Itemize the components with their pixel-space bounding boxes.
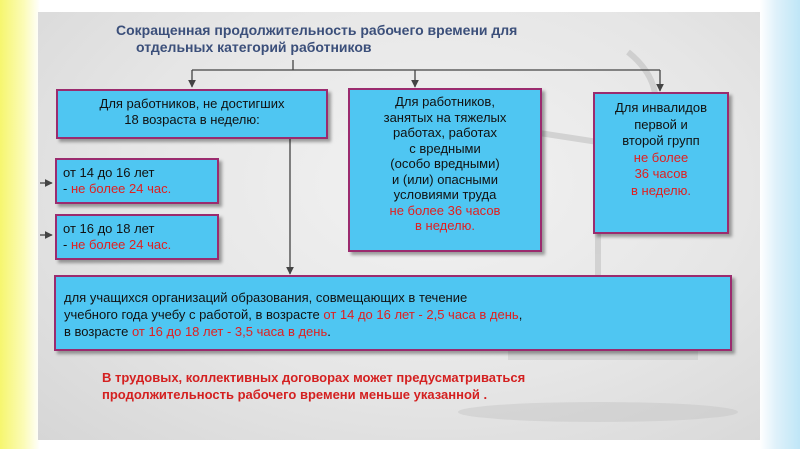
box-age-16-18-line-1: от 16 до 18 лет: [63, 221, 155, 236]
title-line-2: отдельных категорий работников: [136, 39, 372, 55]
hazard-line: занятых на тяжелых: [383, 109, 507, 125]
disabled-limit-line: не более: [633, 149, 689, 165]
bottom-note: В трудовых, коллективных договорах может…: [102, 369, 702, 403]
disabled-line: первой и: [634, 116, 688, 132]
hazard-line: и (или) опасными: [392, 171, 498, 187]
disabled-limit-line: 36 часов: [634, 166, 688, 181]
box-age-16-18-line-2: - не более 24 час.: [63, 237, 211, 253]
students-line-3-end: .: [327, 324, 331, 339]
students-line-1: для учащихся организаций образования, со…: [64, 290, 468, 305]
students-limit-14-16: от 14 до 16 лет - 2,5 часа в день: [323, 307, 519, 322]
students-line-2-end: ,: [518, 307, 523, 322]
box-age-14-16-limit: не более 24 час.: [70, 181, 172, 196]
note-line-1: В трудовых, коллективных договорах может…: [102, 370, 526, 385]
students-line-3: в возрасте от 16 до 18 лет - 3,5 часа в …: [64, 323, 722, 340]
students-line-2: учебного года учебу с работой, в возраст…: [64, 306, 722, 323]
hazard-line: Для работников,: [395, 94, 495, 109]
title-line-1: Сокращенная продолжительность рабочего в…: [116, 22, 518, 38]
box-age-14-16-line-1: от 14 до 16 лет: [63, 165, 155, 180]
connector-lines: [40, 60, 664, 275]
hazard-limit-line: в неделю.: [415, 218, 475, 233]
note-line-2: продолжительность рабочего времени меньш…: [102, 387, 488, 402]
hazard-limit-line: не более 36 часов: [389, 202, 501, 218]
hazard-line: условиями труда: [393, 187, 497, 202]
box-students: для учащихся организаций образования, со…: [54, 275, 732, 351]
box-disabled-workers: Для инвалидов первой и второй групп не б…: [593, 92, 729, 234]
box-age-16-18-limit: не более 24 час.: [70, 237, 172, 252]
disabled-line: второй групп: [622, 133, 700, 148]
box-age-14-16-line-2: - не более 24 час.: [63, 181, 211, 197]
box-age-16-18: от 16 до 18 лет - не более 24 час.: [55, 214, 219, 260]
disabled-line: Для инвалидов: [614, 100, 708, 115]
hazard-line: (особо вредными): [390, 156, 500, 171]
students-limit-16-18: от 16 до 18 лет - 3,5 часа в день: [131, 324, 328, 339]
students-line-3-text: в возрасте: [64, 324, 132, 339]
disabled-limit-line: в неделю.: [631, 182, 691, 198]
box-hazardous-work: Для работников, занятых на тяжелых работ…: [348, 88, 542, 252]
box-age-14-16: от 14 до 16 лет - не более 24 час.: [55, 158, 219, 204]
hazard-line: работах, работах: [393, 125, 497, 140]
box-age-16-18-prefix: -: [63, 237, 71, 252]
hazard-line: с вредными: [409, 140, 481, 156]
students-line-2-text: учебного года учебу с работой, в возраст…: [64, 307, 324, 322]
box-minors: Для работников, не достигших 18 возраста…: [56, 89, 328, 139]
box-minors-line-2: 18 возраста в неделю:: [124, 112, 260, 127]
slide: Сокращенная продолжительность рабочего в…: [38, 12, 760, 440]
page-title: Сокращенная продолжительность рабочего в…: [116, 22, 676, 56]
box-age-14-16-prefix: -: [63, 181, 71, 196]
box-minors-line-1: Для работников, не достигших: [99, 96, 285, 111]
